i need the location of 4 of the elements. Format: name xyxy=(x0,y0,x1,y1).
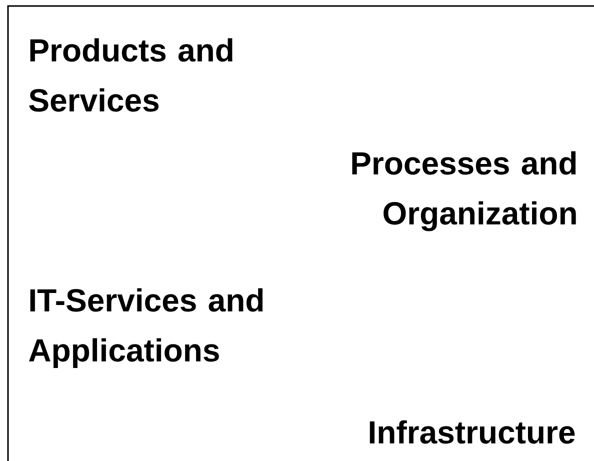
label-text: IT-Services and Applications xyxy=(29,288,263,368)
label-text: Processes and Organization xyxy=(352,151,576,232)
label-text: Infrastructure xyxy=(370,420,575,444)
label-text: Products and Services xyxy=(29,38,232,112)
